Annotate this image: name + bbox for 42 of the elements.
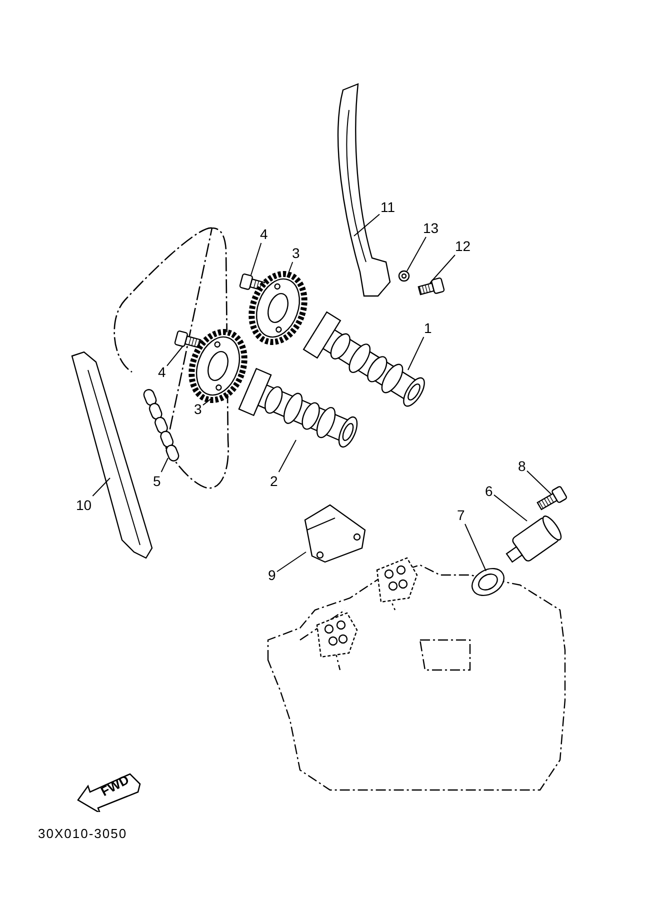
camshaft-drawing [238,368,358,448]
leader-line [430,254,456,284]
callout-number: 3 [194,401,202,417]
callout-number: 9 [268,567,276,583]
gasket-drawing [472,568,504,596]
callout-number: 2 [270,473,278,489]
leader-line [526,470,552,494]
leader-line [160,458,168,472]
leader-line [92,478,110,496]
chain-guide-drawing [71,351,153,559]
cam-chain-tensioner-drawing [506,516,562,563]
callout-number: 8 [518,458,526,474]
leader-line [408,336,424,370]
leader-line [250,242,262,276]
callout-number: 6 [485,483,493,499]
leader-line [278,440,296,472]
chain-link-drawing [142,388,181,463]
callout-number: 3 [292,245,300,261]
leader-line [406,236,426,272]
callout-number: 12 [455,238,471,254]
callout-number: 4 [158,364,166,380]
callout-number: 7 [457,507,465,523]
leader-line [286,262,294,278]
camshaft-drawing [302,311,425,407]
leader-line [464,524,486,572]
washer-drawing [398,270,410,282]
bolt-drawing [536,485,568,510]
drawing-number: 30X010-3050 [38,826,128,841]
callout-number: 11 [380,199,396,215]
bracket-drawing [304,504,366,563]
leader-line [276,552,306,572]
bolt-drawing [174,330,202,348]
leader-line [202,398,212,406]
leader-line [166,346,184,366]
callout-number: 4 [260,226,268,242]
bolt-drawing [418,277,446,296]
callout-number: 1 [424,320,432,336]
leader-line [354,214,380,236]
callout-number: 10 [76,497,92,513]
callout-number: 13 [423,220,439,236]
leader-line [494,494,528,522]
callout-number: 5 [153,473,161,489]
